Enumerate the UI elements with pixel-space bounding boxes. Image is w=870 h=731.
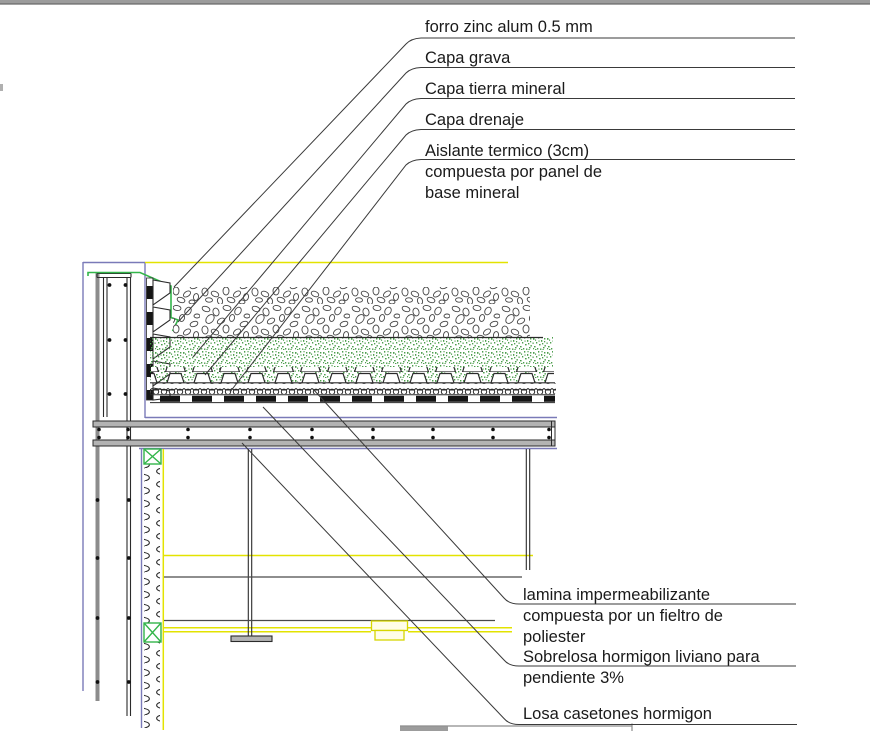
- label-lamina: lamina impermeabilizante compuesta por u…: [523, 585, 723, 648]
- label-forro-zinc: forro zinc alum 0.5 mm: [425, 18, 593, 36]
- label-capa-grava: Capa grava: [425, 49, 511, 67]
- ceiling-fixture: [370, 620, 409, 641]
- label-aislante: Aislante termico (3cm) compuesta por pan…: [425, 141, 602, 204]
- label-sobrelosa: Sobrelosa hormigon liviano para pendient…: [523, 647, 760, 689]
- label-capa-tierra: Capa tierra mineral: [425, 80, 566, 98]
- wall-insulation-strip: [143, 448, 162, 728]
- wall-section: [95, 272, 132, 716]
- window-top-bar: [0, 0, 870, 91]
- label-line: poliester: [523, 628, 586, 646]
- insulation-membrane-loops: [150, 383, 556, 394]
- rebar-dots: [95, 283, 131, 684]
- blue-boundary-lines: [82, 261, 557, 728]
- label-line: compuesta por un fieltro de: [523, 607, 723, 625]
- label-line: compuesta por panel de: [425, 163, 603, 181]
- waterproofing-bar: [150, 394, 555, 404]
- label-line: base mineral: [425, 184, 520, 202]
- gravel-layer: [173, 287, 530, 337]
- leader-lines: [173, 37, 520, 725]
- label-line: lamina impermeabilizante: [523, 586, 711, 604]
- ceiling-lines: [164, 576, 522, 622]
- label-capa-drenaje: Capa drenaje: [425, 111, 525, 129]
- drainage-layer: [150, 367, 555, 384]
- yellow-lines: [145, 261, 533, 730]
- label-line: Aislante termico (3cm): [425, 142, 590, 160]
- slab-band: [92, 420, 556, 447]
- label-line: Sobrelosa hormigon liviano para: [523, 648, 760, 666]
- ceiling-hangers: [230, 449, 531, 643]
- label-losa: Losa casetones hormigon: [523, 705, 712, 723]
- annotation-underlines: [421, 37, 797, 726]
- label-line: pendiente 3%: [523, 669, 624, 687]
